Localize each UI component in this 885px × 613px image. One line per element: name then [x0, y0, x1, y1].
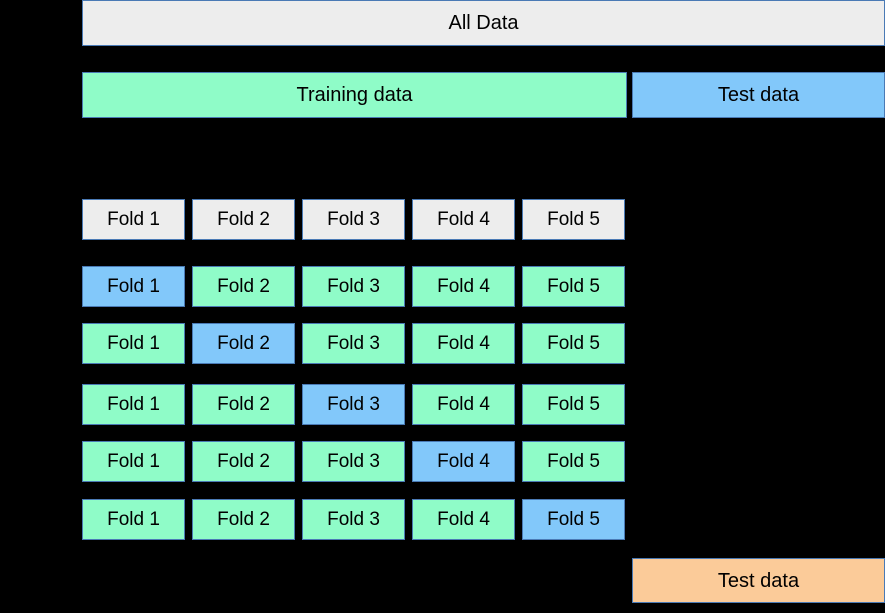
fold-cell-label: Fold 4	[437, 333, 490, 354]
fold-cell[interactable]: Fold 5	[522, 499, 625, 540]
fold-cell-label: Fold 5	[547, 333, 600, 354]
fold-cell[interactable]: Fold 4	[412, 499, 515, 540]
fold-cell[interactable]: Fold 1	[82, 384, 185, 425]
fold-cell-label: Fold 2	[217, 509, 270, 530]
fold-cell[interactable]: Fold 2	[192, 199, 295, 240]
fold-cell[interactable]: Fold 2	[192, 384, 295, 425]
fold-cell[interactable]: Fold 1	[82, 323, 185, 364]
fold-cell[interactable]: Fold 1	[82, 266, 185, 307]
fold-cell[interactable]: Fold 2	[192, 323, 295, 364]
fold-cell-label: Fold 2	[217, 276, 270, 297]
fold-cell-label: Fold 4	[437, 451, 490, 472]
fold-cell-label: Fold 2	[217, 209, 270, 230]
fold-cell-label: Fold 3	[327, 276, 380, 297]
fold-cell[interactable]: Fold 5	[522, 441, 625, 482]
all-data-label: All Data	[448, 12, 519, 34]
fold-cell[interactable]: Fold 1	[82, 441, 185, 482]
fold-cell[interactable]: Fold 3	[302, 499, 405, 540]
fold-cell-label: Fold 4	[437, 509, 490, 530]
fold-cell-label: Fold 1	[107, 333, 160, 354]
fold-cell[interactable]: Fold 1	[82, 199, 185, 240]
fold-cell[interactable]: Fold 4	[412, 384, 515, 425]
fold-cell-label: Fold 5	[547, 451, 600, 472]
training-data-label: Training data	[296, 84, 413, 106]
fold-cell[interactable]: Fold 3	[302, 323, 405, 364]
fold-cell[interactable]: Fold 1	[82, 499, 185, 540]
fold-cell-label: Fold 2	[217, 333, 270, 354]
fold-cell[interactable]: Fold 2	[192, 499, 295, 540]
fold-cell-label: Fold 1	[107, 394, 160, 415]
training-data-band: Training data	[82, 72, 627, 118]
fold-cell[interactable]: Fold 3	[302, 441, 405, 482]
fold-cell[interactable]: Fold 3	[302, 266, 405, 307]
fold-cell[interactable]: Fold 5	[522, 266, 625, 307]
all-data-band: All Data	[82, 0, 885, 46]
fold-cell-label: Fold 3	[327, 333, 380, 354]
fold-cell-label: Fold 2	[217, 394, 270, 415]
fold-cell[interactable]: Fold 2	[192, 266, 295, 307]
test-data-label: Test data	[717, 84, 800, 106]
final-test-data-label: Test data	[717, 569, 800, 592]
fold-cell-label: Fold 5	[547, 394, 600, 415]
fold-cell-label: Fold 4	[437, 276, 490, 297]
fold-cell-label: Fold 3	[327, 209, 380, 230]
final-test-data-band: Test data	[632, 558, 885, 603]
fold-cell[interactable]: Fold 3	[302, 199, 405, 240]
fold-cell-label: Fold 1	[107, 209, 160, 230]
fold-cell-label: Fold 5	[547, 209, 600, 230]
fold-cell[interactable]: Fold 5	[522, 199, 625, 240]
fold-cell[interactable]: Fold 3	[302, 384, 405, 425]
fold-cell[interactable]: Fold 4	[412, 323, 515, 364]
test-data-band: Test data	[632, 72, 885, 118]
fold-cell[interactable]: Fold 5	[522, 384, 625, 425]
fold-cell-label: Fold 3	[327, 509, 380, 530]
fold-cell-label: Fold 2	[217, 451, 270, 472]
fold-cell[interactable]: Fold 5	[522, 323, 625, 364]
fold-cell-label: Fold 4	[437, 394, 490, 415]
fold-cell[interactable]: Fold 4	[412, 199, 515, 240]
fold-cell-label: Fold 1	[107, 276, 160, 297]
fold-cell-label: Fold 1	[107, 451, 160, 472]
fold-cell-label: Fold 3	[327, 451, 380, 472]
fold-cell-label: Fold 1	[107, 509, 160, 530]
fold-cell-label: Fold 4	[437, 209, 490, 230]
fold-cell-label: Fold 3	[327, 394, 380, 415]
fold-cell[interactable]: Fold 4	[412, 441, 515, 482]
fold-cell[interactable]: Fold 2	[192, 441, 295, 482]
fold-cell-label: Fold 5	[547, 509, 600, 530]
fold-cell-label: Fold 5	[547, 276, 600, 297]
fold-cell[interactable]: Fold 4	[412, 266, 515, 307]
